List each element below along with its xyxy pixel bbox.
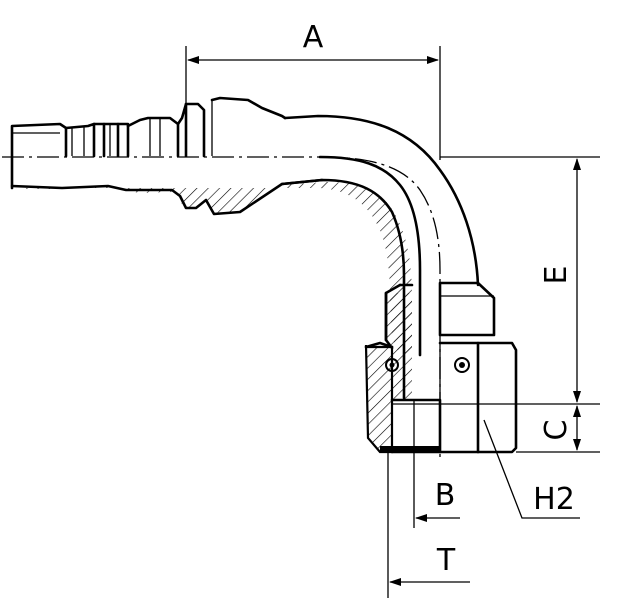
dimension-b: B: [413, 400, 460, 528]
section-hatching: [12, 160, 412, 454]
leader-h2: H2: [483, 419, 580, 519]
dimension-t: T: [387, 452, 470, 598]
dimension-e-label: E: [539, 266, 574, 285]
leader-h2-label: H2: [533, 482, 575, 517]
dimension-t-label: T: [436, 543, 456, 578]
dimension-e: E: [440, 158, 600, 405]
dimension-a-label: A: [303, 20, 324, 55]
dimension-c: C: [516, 405, 600, 453]
dimension-c-label: C: [539, 420, 574, 441]
center-lines: [2, 156, 600, 460]
hose-tail: [10, 96, 287, 190]
dimension-b-label: B: [435, 478, 456, 513]
dimension-a: A: [185, 20, 441, 160]
